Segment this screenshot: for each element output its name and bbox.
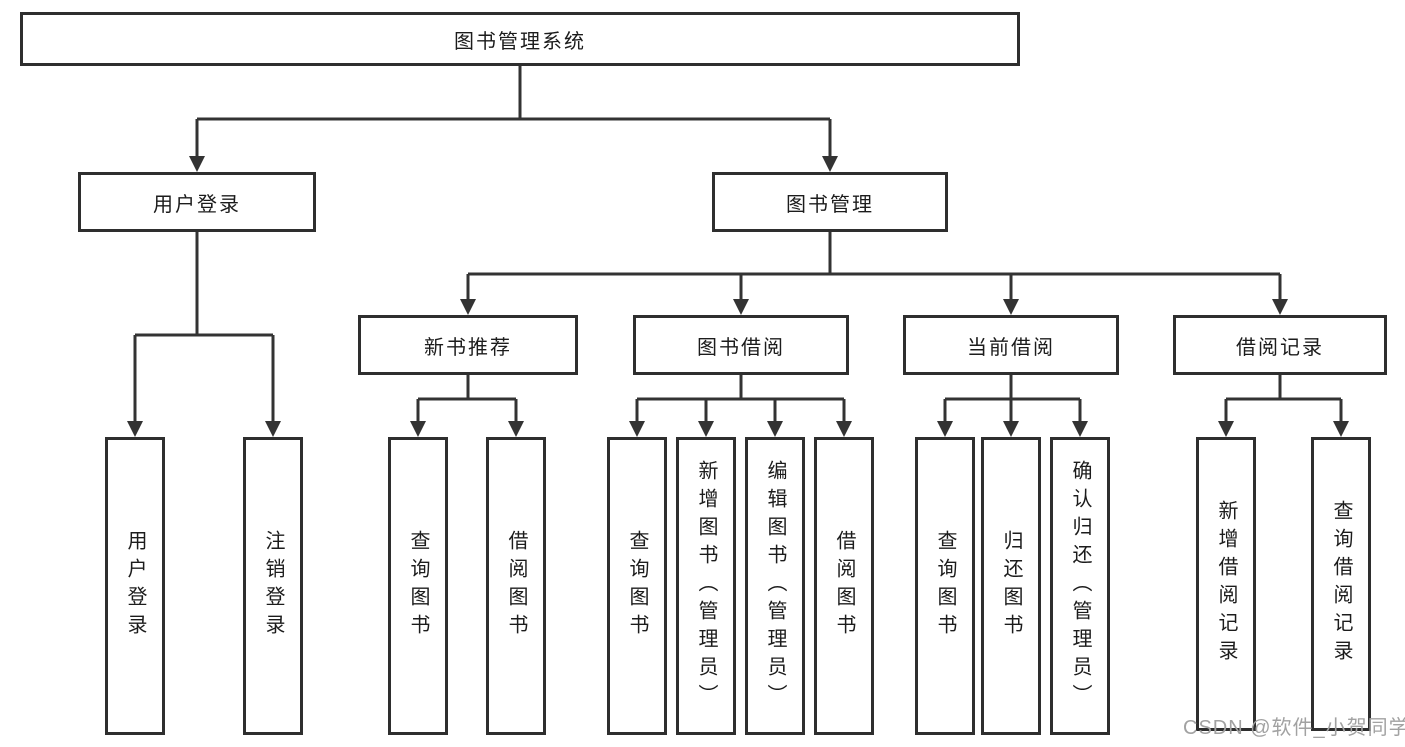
node-book-borrowing: 图书借阅 [633,315,849,375]
node-library-management-system: 图书管理系统 [20,12,1020,66]
leaf-return-book: 归还图书 [981,437,1041,735]
leaf-user-login: 用户登录 [105,437,165,735]
leaf-query-book-current: 查询图书 [915,437,975,735]
watermark: CSDN @软件_小贺同学 [1183,717,1405,739]
leaf-confirm-return-admin: 确认归还（管理员） [1050,437,1110,735]
node-borrowing-records: 借阅记录 [1173,315,1387,375]
leaf-query-book-recommend: 查询图书 [388,437,448,735]
node-book-management-branch: 图书管理 [712,172,948,232]
leaf-borrow-book: 借阅图书 [814,437,874,735]
leaf-borrow-book-recommend: 借阅图书 [486,437,546,735]
leaf-edit-book-admin: 编辑图书（管理员） [745,437,805,735]
leaf-logout: 注销登录 [243,437,303,735]
leaf-add-book-admin: 新增图书（管理员） [676,437,736,735]
node-user-login-branch: 用户登录 [78,172,316,232]
node-current-borrowing: 当前借阅 [903,315,1119,375]
node-new-book-recommendation: 新书推荐 [358,315,578,375]
leaf-add-borrow-record: 新增借阅记录 [1196,437,1256,731]
leaf-query-book-borrowing: 查询图书 [607,437,667,735]
leaf-query-borrow-record: 查询借阅记录 [1311,437,1371,731]
